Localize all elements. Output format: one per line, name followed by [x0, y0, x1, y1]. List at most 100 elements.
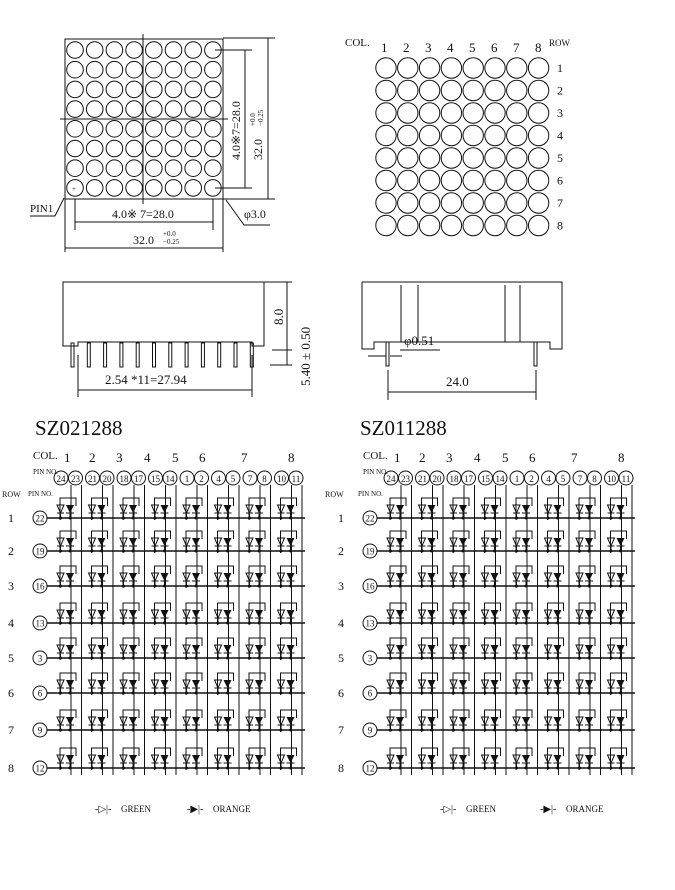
- green-diode-icon: [543, 572, 553, 583]
- col-pin-number: 11: [622, 474, 631, 484]
- junction-dot: [483, 656, 487, 660]
- side-view-left: 2.54 *11=27.94 8.0 5.40 ± 0.50: [62, 281, 313, 397]
- row-number: 1: [8, 511, 14, 525]
- led-dot: [105, 120, 124, 138]
- anode-wire: [484, 602, 501, 625]
- orange-diode-icon: [553, 645, 562, 653]
- green-diode-icon: [150, 572, 160, 583]
- anode-wire: [122, 637, 140, 660]
- led-dot: [506, 79, 528, 102]
- junction-dot: [578, 621, 581, 625]
- anode-wire: [122, 709, 140, 732]
- orange-diode-icon: [66, 505, 74, 513]
- led-dot: [418, 102, 441, 124]
- col-pin-number: 14: [166, 474, 176, 484]
- green-diode-icon: [150, 754, 160, 765]
- anode-wire: [154, 602, 171, 625]
- green-diode-icon: [386, 679, 395, 690]
- anode-wire: [154, 747, 171, 770]
- row-pin-no-label: PIN NO.: [28, 490, 53, 498]
- anode-wire: [280, 709, 297, 732]
- green-diode-icon: [449, 572, 458, 583]
- col-pin-number: 2: [199, 474, 204, 484]
- junction-dot: [609, 516, 613, 520]
- green-diode-icon: [386, 609, 395, 620]
- row-pin-number: 13: [366, 619, 376, 629]
- junction-dot: [398, 516, 402, 520]
- junction-dot: [122, 584, 125, 588]
- junction-dot: [216, 656, 220, 660]
- junction-dot: [461, 691, 465, 695]
- row-pin-no-label: PIN NO.: [358, 490, 383, 498]
- green-diode-icon: [606, 754, 616, 765]
- col-pin-number: 21: [418, 474, 427, 484]
- orange-diode-icon: [66, 717, 74, 725]
- junction-dot: [556, 621, 559, 625]
- junction-dot: [578, 584, 581, 588]
- junction-dot: [194, 766, 198, 770]
- green-diode-icon: [512, 609, 521, 620]
- green-diode-icon: [87, 644, 97, 655]
- dot-diameter-label: φ3.0: [244, 207, 266, 221]
- junction-dot: [248, 621, 251, 625]
- anode-wire: [217, 530, 234, 553]
- junction-dot: [289, 728, 292, 732]
- junction-dot: [420, 584, 424, 588]
- col-number: 4: [474, 450, 481, 465]
- orange-diode-icon: [459, 610, 467, 618]
- orange-diode-icon: [553, 610, 562, 618]
- anode-wire: [185, 497, 203, 520]
- junction-dot: [257, 516, 261, 520]
- orange-diode-icon: [585, 755, 593, 763]
- orange-diode-icon: [286, 538, 295, 546]
- anode-wire: [547, 637, 564, 660]
- green-diode-icon: [575, 754, 584, 765]
- green-diode-icon: [245, 609, 254, 620]
- junction-dot: [185, 728, 188, 732]
- junction-dot: [248, 584, 251, 588]
- junction-dot: [289, 621, 292, 625]
- junction-dot: [609, 656, 613, 660]
- led-dot: [527, 147, 550, 169]
- junction-dot: [279, 621, 283, 625]
- pin1-label: PIN1: [30, 203, 53, 215]
- height-dim-label: 32.0: [251, 139, 265, 160]
- led-dot: [462, 102, 484, 124]
- pin: [217, 342, 222, 368]
- anode-wire: [217, 565, 234, 588]
- led-dot: [397, 102, 419, 124]
- orange-diode-icon: [97, 538, 106, 546]
- green-diode-icon: [575, 537, 584, 548]
- led-dot: [204, 80, 222, 99]
- green-diode-icon: [480, 537, 490, 548]
- green-diode-icon: [575, 679, 584, 690]
- led-dot: [145, 41, 163, 59]
- col-pin-number: 10: [277, 474, 287, 484]
- orange-diode-icon: [255, 573, 263, 581]
- junction-dot: [389, 766, 392, 770]
- anode-wire: [280, 497, 297, 520]
- green-diode-icon: [276, 504, 286, 515]
- junction-dot: [131, 766, 135, 770]
- junction-dot: [430, 691, 433, 695]
- orange-diode-icon: [396, 610, 404, 618]
- junction-dot: [289, 584, 292, 588]
- col-number: 5: [469, 40, 476, 55]
- junction-dot: [100, 516, 103, 520]
- junction-dot: [59, 516, 62, 520]
- led-dot: [66, 179, 84, 197]
- orange-diode-icon: [255, 645, 263, 653]
- led-dot: [145, 159, 163, 177]
- width-tol-plus: +0.0: [163, 230, 176, 238]
- junction-dot: [68, 728, 72, 732]
- led-dot: [397, 192, 419, 214]
- orange-diode-icon: [522, 573, 530, 581]
- led-dot: [105, 41, 124, 59]
- green-diode-icon: [245, 716, 254, 727]
- col-pin-number: 5: [231, 474, 236, 484]
- led-dot: [440, 147, 463, 169]
- junction-dot: [68, 584, 72, 588]
- anode-wire: [248, 530, 266, 553]
- junction-dot: [420, 621, 424, 625]
- col-pin-number: 4: [546, 474, 551, 484]
